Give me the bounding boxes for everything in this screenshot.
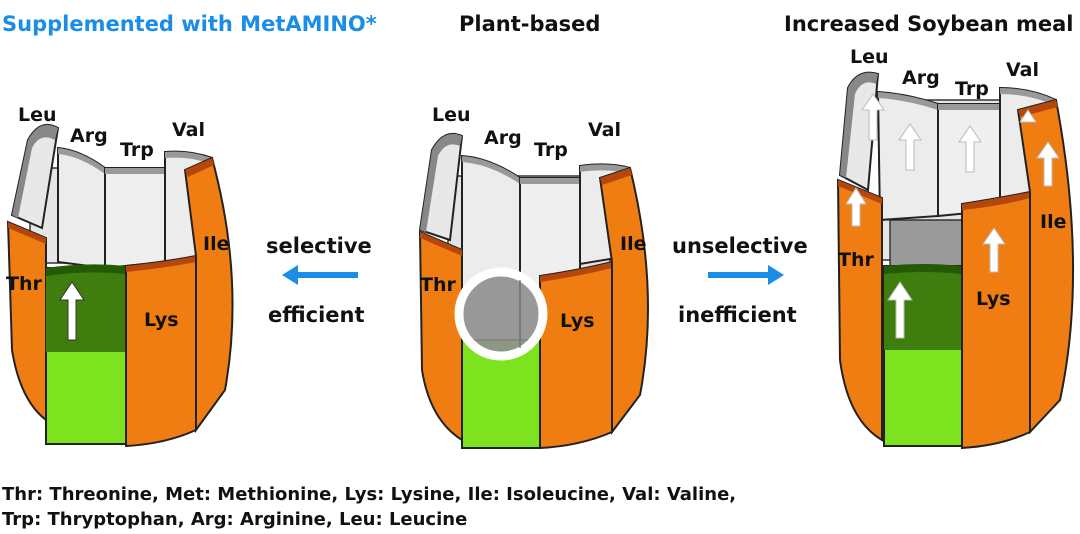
stave-thr — [418, 230, 463, 442]
label-lys: Lys — [144, 309, 179, 331]
arrow-up-icon — [1019, 109, 1037, 123]
stave-ile — [183, 156, 234, 434]
label-unselective: unselective — [672, 234, 808, 258]
label-thr: Thr — [420, 274, 456, 296]
barrel-supplemented: Leu Arg Trp Val Ile Thr Lys — [6, 104, 234, 448]
arrow-right-icon — [708, 265, 784, 285]
label-val: Val — [588, 119, 621, 141]
title-increased-soybean: Increased Soybean meal — [784, 12, 1074, 36]
label-trp: Trp — [955, 78, 989, 100]
stave-lys — [539, 260, 613, 450]
stave-thr — [6, 220, 47, 423]
label-lys: Lys — [560, 310, 595, 332]
label-ile: Ile — [620, 233, 646, 255]
arrow-up-icon — [958, 125, 982, 173]
stave-ile — [598, 166, 649, 435]
label-val: Val — [1006, 59, 1039, 81]
label-leu: Leu — [432, 104, 471, 126]
label-ile: Ile — [1040, 211, 1066, 233]
label-efficient: efficient — [268, 303, 365, 327]
legend-line-1: Thr: Threonine, Met: Methionine, Lys: Ly… — [2, 484, 737, 505]
stave-lys — [125, 254, 197, 448]
legend-line-2: Trp: Thryptophan, Arg: Arginine, Leu: Le… — [2, 509, 468, 530]
label-val: Val — [172, 119, 205, 141]
arrow-up-icon — [861, 93, 885, 141]
stave-trp — [104, 167, 166, 270]
legend: Thr: Threonine, Met: Methionine, Lys: Ly… — [2, 482, 736, 532]
label-ile: Ile — [203, 233, 229, 255]
title-supplemented: Supplemented with MetAMINO* — [2, 12, 377, 36]
arrow-up-icon — [887, 281, 913, 339]
label-leu: Leu — [850, 46, 889, 68]
arrow-up-icon — [898, 123, 922, 171]
barrel-diagram: Leu Arg Trp Val Ile Thr Lys selective ef… — [6, 46, 1075, 450]
arrow-selective: selective efficient — [266, 234, 372, 327]
label-selective: selective — [266, 234, 372, 258]
limiting-circle — [454, 267, 548, 361]
stave-ile — [1016, 98, 1075, 435]
arrow-unselective: unselective inefficient — [672, 234, 808, 327]
stave-thr — [836, 178, 883, 442]
title-plant-based: Plant-based — [459, 12, 601, 36]
label-thr: Thr — [6, 273, 42, 295]
label-arg: Arg — [70, 125, 108, 147]
label-arg: Arg — [902, 67, 940, 89]
label-arg: Arg — [484, 127, 522, 149]
arrow-up-icon — [982, 227, 1006, 273]
barrel-increased-soybean: Leu Arg Trp Val Ile Thr Lys — [836, 46, 1075, 450]
arrow-up-icon — [845, 187, 867, 227]
label-trp: Trp — [534, 139, 568, 161]
arrow-up-icon — [59, 281, 85, 341]
label-trp: Trp — [120, 139, 154, 161]
label-lys: Lys — [976, 288, 1011, 310]
arrow-left-icon — [282, 265, 358, 285]
label-inefficient: inefficient — [678, 303, 797, 327]
barrel-plant-based: Leu Arg Trp Val Ile Thr Lys — [418, 104, 649, 450]
label-thr: Thr — [838, 249, 874, 271]
label-leu: Leu — [18, 104, 57, 126]
arrow-up-icon — [1036, 141, 1060, 187]
